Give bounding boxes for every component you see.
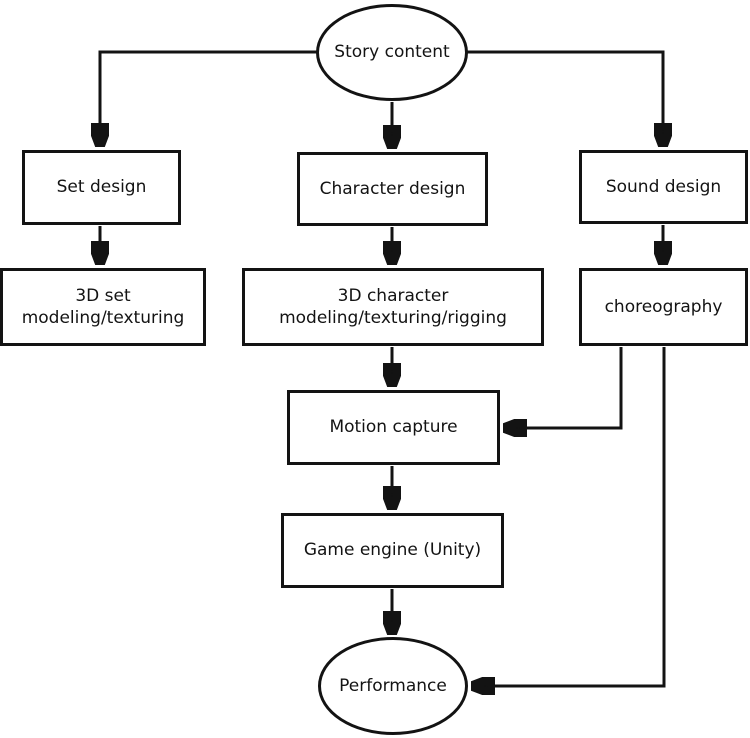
- node-performance: Performance: [318, 637, 468, 735]
- node-character-design: Character design: [297, 152, 488, 226]
- node-motion-capture: Motion capture: [287, 390, 500, 465]
- node-3d-set-modeling-texturing: 3D set modeling/texturing: [0, 268, 206, 346]
- edge-choreography-to-performance: [471, 347, 666, 686]
- node-game-engine-unity: Game engine (Unity): [281, 513, 504, 588]
- edge-story-content-to-set-design: [100, 50, 317, 147]
- node-set-design: Set design: [22, 150, 181, 225]
- edge-story-content-to-sound-design: [467, 50, 663, 147]
- node-sound-design: Sound design: [579, 150, 748, 224]
- node-choreography: choreography: [579, 268, 748, 346]
- edge-choreography-to-motion-capture: [503, 347, 623, 428]
- node-3d-character-modeling-texturing-rigging: 3D character modeling/texturing/rigging: [242, 268, 544, 346]
- node-story-content: Story content: [316, 4, 468, 101]
